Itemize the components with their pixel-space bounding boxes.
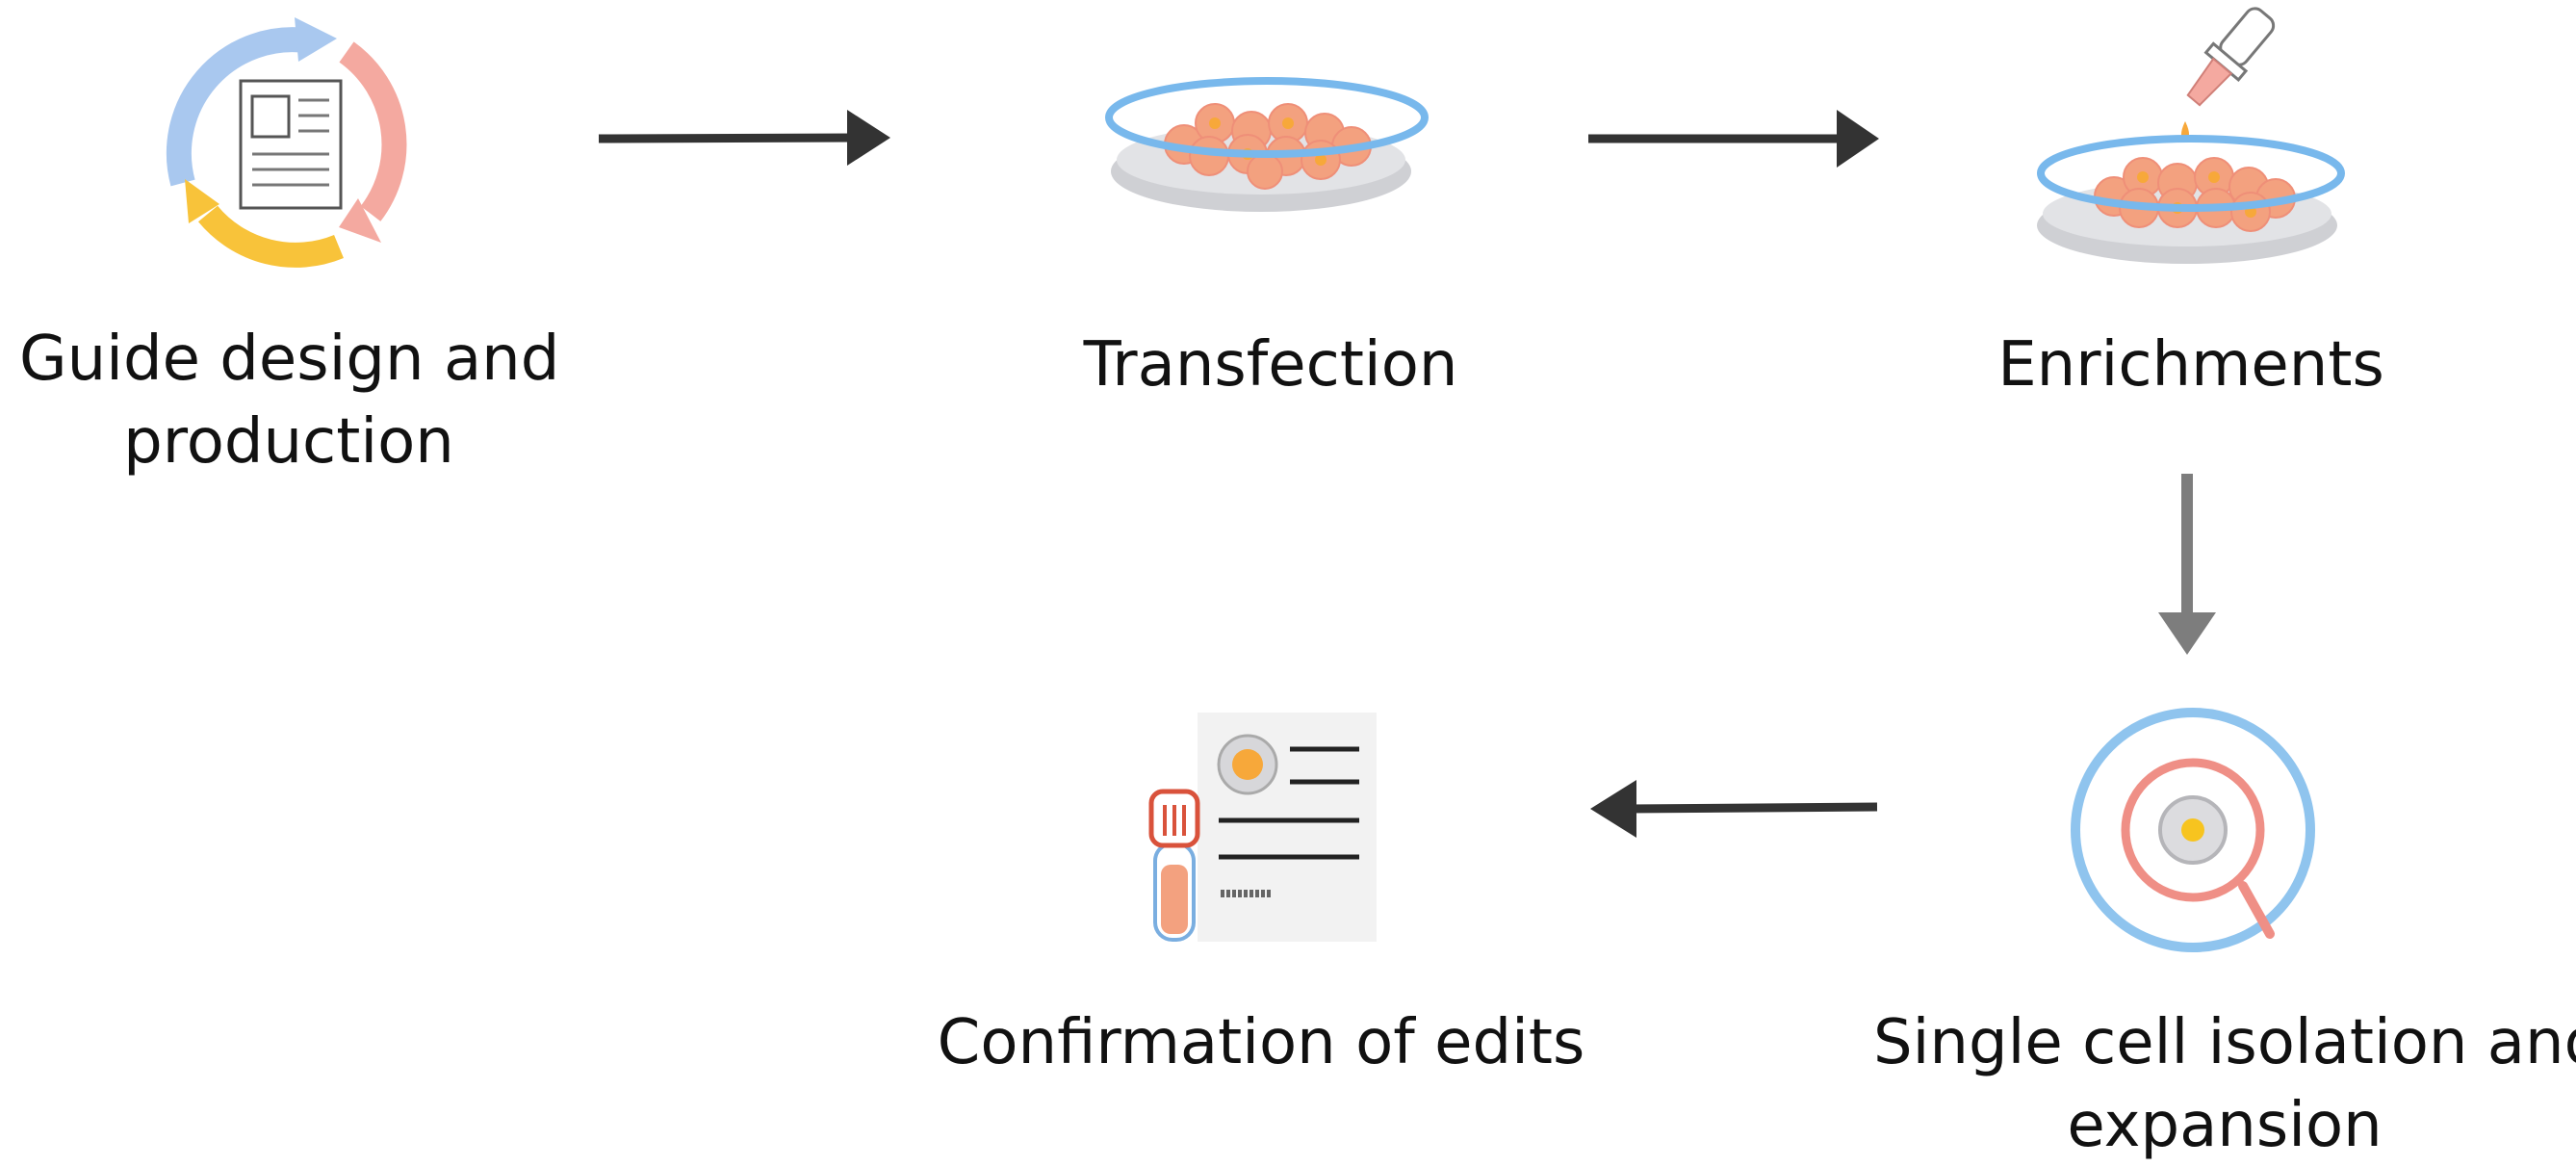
step-label-transfection: Transfection [1001, 324, 1540, 406]
arrow-isolation-to-confirmation [1590, 780, 1878, 838]
step-label-enrichments-text: Enrichments [1997, 329, 2384, 401]
step-label-guide-line2: production [123, 406, 454, 478]
step-label-confirmation-text: Confirmation of edits [937, 1007, 1585, 1078]
step-label-isolation-line2: expansion [2067, 1090, 2383, 1161]
sample-tube-report-icon [1148, 713, 1377, 942]
step-label-confirmation: Confirmation of edits [924, 1001, 1598, 1084]
document-cycle-icon [166, 17, 407, 268]
step-label-guide-line1: Guide design and [19, 324, 560, 395]
step-label-enrichments: Enrichments [1921, 324, 2460, 406]
petri-dish-pipette-icon [2037, 7, 2345, 264]
petri-dish-icon [1105, 77, 1429, 212]
arrow-enrichments-to-isolation [2158, 474, 2216, 655]
step-label-guide-design: Guide design and production [19, 318, 560, 483]
step-label-isolation: Single cell isolation and expansion [1873, 1001, 2576, 1167]
arrow-transfection-to-enrichments [1588, 110, 1879, 168]
step-label-isolation-line1: Single cell isolation and [1873, 1007, 2576, 1078]
step-label-transfection-text: Transfection [1083, 329, 1458, 401]
magnified-cell-icon [2071, 708, 2315, 952]
arrow-guide-to-transfection [598, 110, 890, 166]
